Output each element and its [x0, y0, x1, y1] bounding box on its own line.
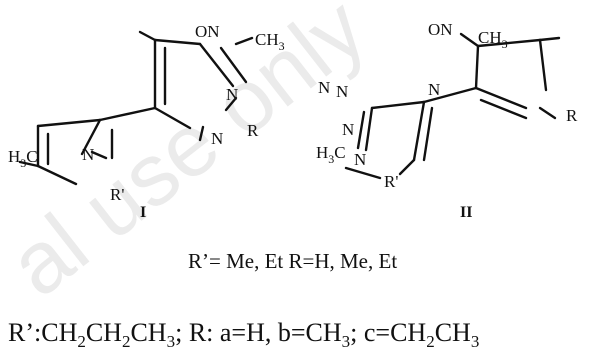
- structure-ii-n-mid: N: [342, 120, 354, 139]
- structure-ii-methyl: CH3: [478, 28, 508, 51]
- structure-ii: ON CH3 N R N N N H3C N R' II: [316, 20, 578, 221]
- structure-i-n2: N: [226, 85, 238, 104]
- structure-ii-bond: [459, 32, 480, 48]
- structure-ii-nitroso: ON: [428, 20, 453, 39]
- structure-ii-bond: [474, 44, 480, 90]
- structure-i-bond: [234, 36, 254, 46]
- structure-i-bond: [153, 106, 192, 130]
- structure-i-bond: [80, 118, 102, 156]
- structure-ii-bond: [422, 86, 478, 104]
- structure-i-bond: [36, 118, 102, 128]
- structure-ii-n-upper-b: N: [336, 82, 348, 101]
- structure-ii-n-ring: N: [428, 80, 440, 99]
- structure-i-bond: [224, 96, 238, 112]
- structure-ii-bond: [398, 158, 416, 176]
- structure-i-bond: [138, 30, 157, 42]
- structure-i-bond: [18, 160, 40, 168]
- structure-ii-bond: [364, 106, 374, 152]
- structure-i-pyrrole-n: N: [82, 145, 94, 164]
- structure-ii-bond: [422, 106, 434, 162]
- legend-line-1: R’= Me, Et R=H, Me, Et: [188, 249, 397, 273]
- structure-ii-bond: [474, 86, 528, 110]
- structure-ii-bond: [344, 166, 382, 180]
- structure-i-bond: [153, 38, 202, 46]
- structure-i-bond: [36, 164, 78, 186]
- structure-ii-bond: [538, 38, 548, 92]
- structure-i-bond: [198, 42, 235, 88]
- structure-ii-bond: [370, 100, 426, 110]
- structure-i-n1: N: [211, 129, 223, 148]
- structure-ii-r-prime: R': [384, 172, 398, 191]
- structure-ii-h3c: H3C: [316, 143, 346, 166]
- structure-i-r-prime: R': [110, 185, 124, 204]
- structure-i-methyl: CH3: [255, 30, 285, 53]
- structure-i-label: I: [140, 204, 146, 221]
- structure-ii-n-upper-a: N: [318, 78, 330, 97]
- structure-ii-bond: [479, 98, 528, 120]
- legend-line-2: R’:CH2CH2CH3; R: a=H, b=CH3; c=CH2CH3: [8, 318, 479, 351]
- structure-ii-bond: [412, 100, 426, 162]
- structure-ii-bond: [476, 38, 542, 48]
- structure-i-bond: [98, 106, 157, 122]
- structure-ii-bond: [538, 106, 557, 120]
- structure-i: ON CH3 N R N N H3C R' I: [8, 22, 285, 221]
- structure-i-h3c: H3C: [8, 147, 38, 170]
- structure-i-nitroso: ON: [195, 22, 220, 41]
- structure-i-r-group: R: [247, 121, 259, 140]
- structure-ii-bond: [356, 110, 366, 150]
- structure-i-bond: [90, 150, 108, 160]
- structure-i-bond: [198, 125, 205, 142]
- structure-i-bond: [219, 46, 248, 84]
- structure-ii-pyrrole-n: N: [354, 150, 366, 169]
- structure-ii-label: II: [460, 204, 472, 221]
- structure-ii-r-group: R: [566, 106, 578, 125]
- structure-ii-bond: [538, 36, 561, 42]
